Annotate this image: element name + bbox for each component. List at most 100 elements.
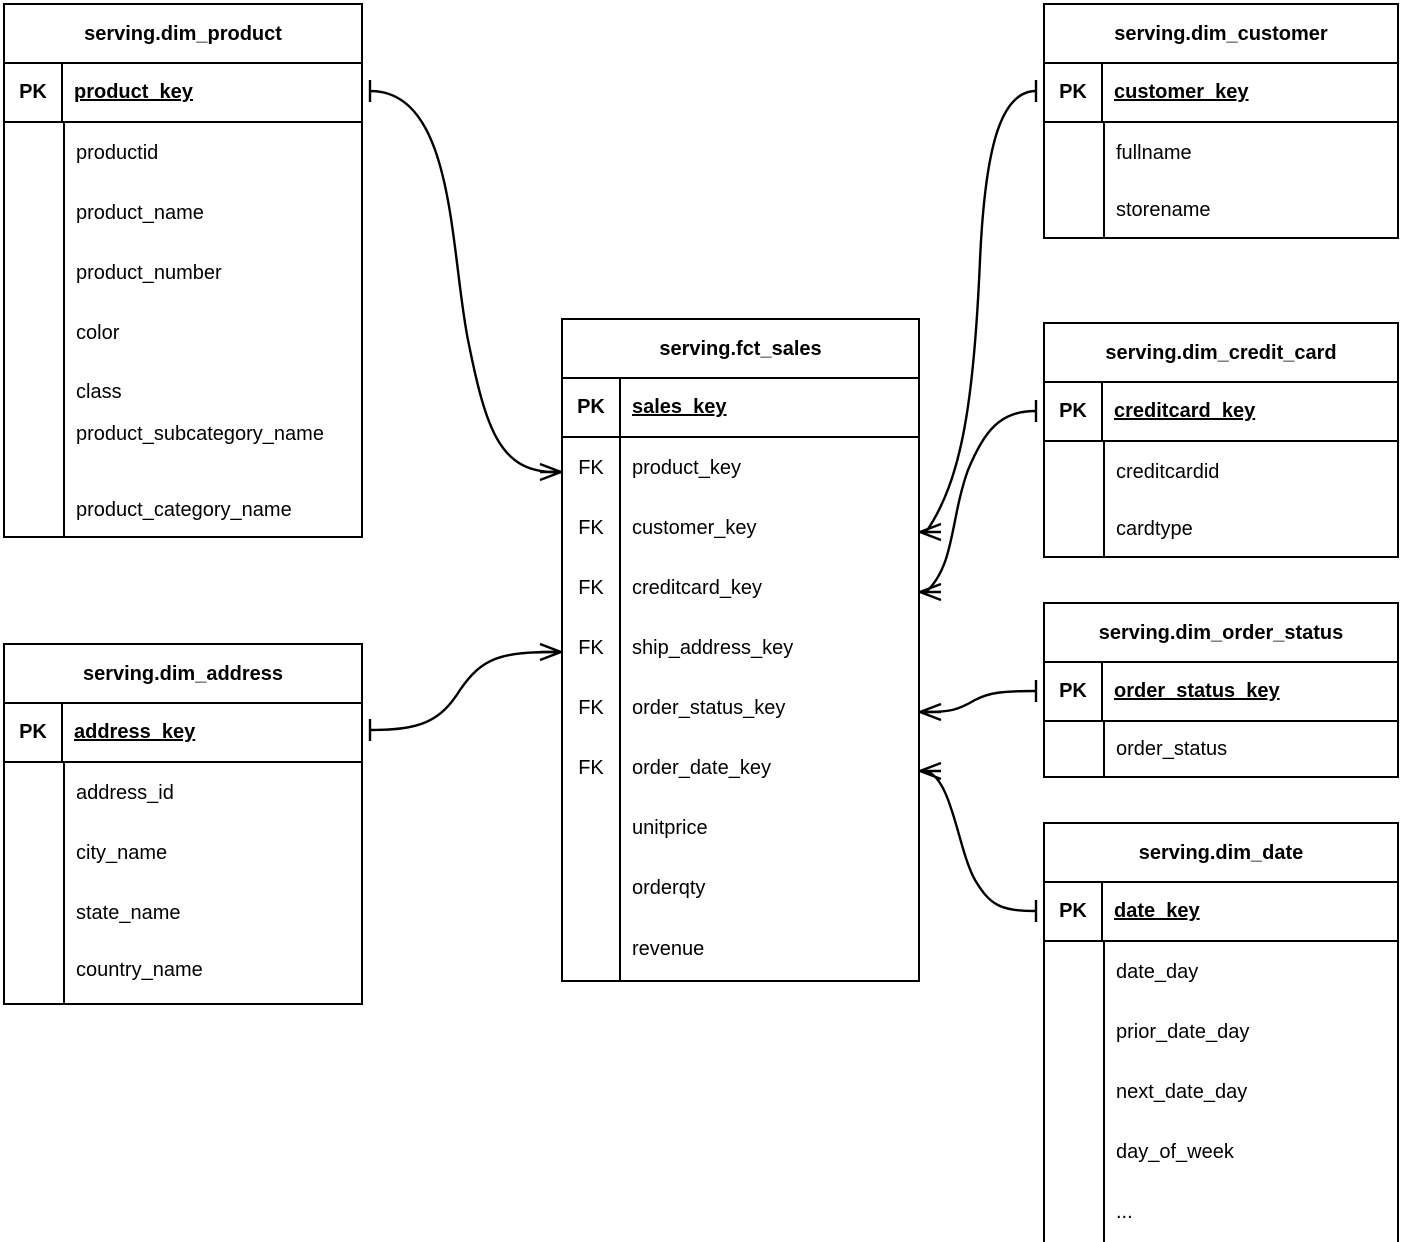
fk-badge: FK <box>563 558 621 618</box>
fk-field: order_status_key <box>632 696 786 719</box>
measure-badge-spacer <box>563 858 621 918</box>
measure-row-fct-sales: revenue <box>563 918 918 980</box>
measure-field: unitprice <box>632 816 708 839</box>
pk-badge-dim-product: PK <box>5 64 63 121</box>
attribute-list-dim-customer: fullname storename <box>1103 123 1397 237</box>
pk-field-fct-sales: sales_key <box>632 396 727 419</box>
pk-row-dim-customer: PK customer_key <box>1045 62 1397 123</box>
crowfoot-marker-date <box>919 761 942 781</box>
relationship-dim-credit-card-fct-sales <box>919 400 1038 602</box>
entity-title-dim-product: serving.dim_product <box>84 22 282 45</box>
pk-badge-dim-date: PK <box>1045 883 1103 940</box>
spacer-col-dim-order-status <box>1045 722 1103 776</box>
attribute-item: next_date_day <box>1116 1081 1248 1103</box>
relationship-dim-address-fct-sales <box>368 642 562 741</box>
fk-field: product_key <box>632 456 741 479</box>
entity-title-dim-date: serving.dim_date <box>1138 841 1304 864</box>
pk-row-fct-sales: PK sales_key <box>563 377 918 438</box>
pk-row-dim-credit-card: PK creditcard_key <box>1045 381 1397 442</box>
attribute-list-dim-date: date_day prior_date_day next_date_day da… <box>1103 942 1397 1242</box>
entity-dim-product[interactable]: serving.dim_product PK product_key produ… <box>3 3 363 538</box>
measure-row-fct-sales: orderqty <box>563 858 918 918</box>
measure-field: revenue <box>632 937 705 960</box>
spacer-col-dim-credit-card <box>1045 442 1103 556</box>
pk-badge-dim-order-status: PK <box>1045 663 1103 720</box>
fk-row-fct-sales: FK creditcard_key <box>563 558 918 618</box>
pk-field-dim-date: date_key <box>1114 900 1200 923</box>
spacer-col-dim-address <box>5 763 63 1003</box>
crowfoot-marker-orderstatus <box>919 702 942 722</box>
attribute-item: productid <box>76 142 159 164</box>
attribute-item: ... <box>1116 1201 1133 1223</box>
spacer-col-dim-customer <box>1045 123 1103 237</box>
fk-field: creditcard_key <box>632 576 763 599</box>
pk-field-dim-order-status: order_status_key <box>1114 680 1280 703</box>
measure-badge-spacer <box>563 798 621 858</box>
entity-dim-credit-card[interactable]: serving.dim_credit_card PK creditcard_ke… <box>1043 322 1399 558</box>
fk-row-fct-sales: FK order_date_key <box>563 738 918 798</box>
attribute-item: product_number <box>76 262 222 284</box>
pk-field-dim-product: product_key <box>74 81 193 104</box>
measure-field: orderqty <box>632 876 706 899</box>
attribute-item: class <box>76 380 122 403</box>
crowfoot-marker-product <box>539 462 562 482</box>
attribute-block-dim-address: address_id city_name state_name country_… <box>5 763 361 1003</box>
pk-badge-fct-sales: PK <box>563 379 621 436</box>
fk-field: order_date_key <box>632 756 771 779</box>
attribute-list-dim-order-status: order_status <box>1103 722 1397 776</box>
relationship-dim-date-fct-sales <box>919 761 1038 922</box>
fk-badge: FK <box>563 678 621 738</box>
attribute-item: city_name <box>76 842 168 864</box>
measure-row-fct-sales: unitprice <box>563 798 918 858</box>
entity-title-fct-sales: serving.fct_sales <box>659 337 822 360</box>
fk-block-fct-sales: FK product_key FK customer_key FK credit… <box>563 438 918 980</box>
attribute-item: color <box>76 322 120 344</box>
attribute-item: order_status <box>1116 738 1228 760</box>
measure-badge-spacer <box>563 918 621 980</box>
entity-dim-order-status[interactable]: serving.dim_order_status PK order_status… <box>1043 602 1399 778</box>
entity-dim-date[interactable]: serving.dim_date PK date_key date_day pr… <box>1043 822 1399 1242</box>
fk-row-fct-sales: FK ship_address_key <box>563 618 918 678</box>
entity-dim-customer[interactable]: serving.dim_customer PK customer_key ful… <box>1043 3 1399 239</box>
attribute-list-dim-credit-card: creditcardid cardtype <box>1103 442 1397 556</box>
fk-field: ship_address_key <box>632 636 794 659</box>
attribute-list-dim-address: address_id city_name state_name country_… <box>63 763 361 1003</box>
pk-badge-dim-address: PK <box>5 704 63 761</box>
attribute-item: date_day <box>1116 961 1199 983</box>
crowfoot-marker-address <box>539 642 562 662</box>
fk-row-fct-sales: FK product_key <box>563 438 918 498</box>
pk-row-dim-date: PK date_key <box>1045 881 1397 942</box>
attribute-item: product_subcategory_name <box>76 423 324 445</box>
attribute-item: creditcardid <box>1116 461 1220 483</box>
attribute-item: product_name <box>76 202 204 224</box>
attribute-item: fullname <box>1116 142 1192 164</box>
relationship-dim-order-status-fct-sales <box>919 680 1038 722</box>
attribute-item: address_id <box>76 782 174 804</box>
attribute-item: cardtype <box>1116 518 1193 540</box>
attribute-item: product_category_name <box>76 499 292 521</box>
attribute-list-dim-product: productid product_name product_number co… <box>63 123 361 536</box>
spacer-col-dim-product <box>5 123 63 536</box>
pk-row-dim-address: PK address_key <box>5 702 361 763</box>
attribute-block-dim-customer: fullname storename <box>1045 123 1397 237</box>
pk-badge-dim-credit-card: PK <box>1045 383 1103 440</box>
entity-dim-address[interactable]: serving.dim_address PK address_key addre… <box>3 643 363 1005</box>
fk-badge: FK <box>563 498 621 558</box>
attribute-item: state_name <box>76 902 181 924</box>
attribute-item: prior_date_day <box>1116 1021 1250 1043</box>
entity-title-dim-credit-card: serving.dim_credit_card <box>1105 341 1337 364</box>
relationship-dim-customer-fct-sales <box>919 80 1038 542</box>
pk-field-dim-address: address_key <box>74 721 196 744</box>
fk-badge: FK <box>563 738 621 798</box>
pk-field-dim-customer: customer_key <box>1114 81 1249 104</box>
attribute-item: day_of_week <box>1116 1141 1234 1163</box>
entity-fct-sales[interactable]: serving.fct_sales PK sales_key FK produc… <box>561 318 920 982</box>
attribute-item: country_name <box>76 959 203 981</box>
fk-field: customer_key <box>632 516 757 539</box>
attribute-block-dim-date: date_day prior_date_day next_date_day da… <box>1045 942 1397 1242</box>
entity-title-dim-customer: serving.dim_customer <box>1114 22 1328 45</box>
pk-row-dim-product: PK product_key <box>5 62 361 123</box>
crowfoot-marker-customer <box>919 522 942 542</box>
fk-row-fct-sales: FK customer_key <box>563 498 918 558</box>
relationship-dim-product-fct-sales <box>368 80 562 482</box>
